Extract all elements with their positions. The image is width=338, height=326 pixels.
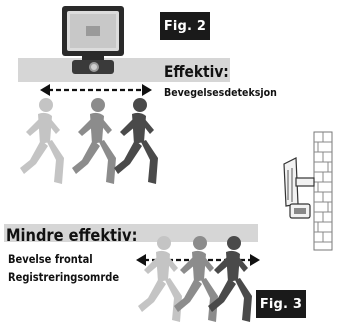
runner-mid-icon: [72, 98, 116, 184]
fig2-badge: Fig. 2: [160, 12, 210, 40]
runner-dark-icon: [114, 98, 158, 184]
effective-band: [18, 58, 230, 82]
fig2-label: Fig. 2: [163, 18, 207, 34]
runner-light-icon: [20, 98, 64, 184]
runner-light-icon: [138, 236, 182, 322]
floodlight-with-sensor-icon: [62, 6, 124, 74]
runner-dark-icon: [208, 236, 252, 322]
runner-mid-icon: [174, 236, 218, 322]
less-effective-caption-line2: Registreringsomrde: [8, 270, 120, 284]
effective-heading: Effektiv:: [164, 62, 229, 81]
effective-caption: Bevegelsesdeteksjon: [164, 86, 277, 99]
fig3-label: Fig. 3: [259, 296, 303, 312]
wall-mounted-lamp-icon: [283, 131, 333, 251]
double-arrow-icon: [40, 84, 152, 96]
less-effective-heading: Mindre effektiv:: [6, 226, 138, 246]
less-effective-band: [4, 224, 258, 242]
fig3-badge: Fig. 3: [256, 290, 306, 318]
less-effective-caption-line1: Bevelse frontal: [8, 252, 93, 266]
